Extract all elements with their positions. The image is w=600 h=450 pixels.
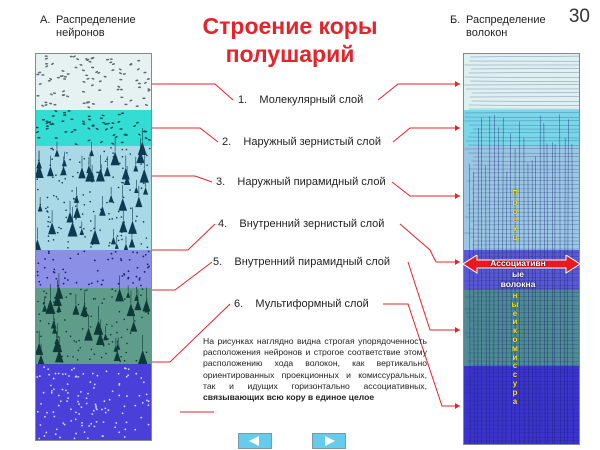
- layer-label-6: 6. Мультиформный слой: [234, 298, 369, 310]
- connector-layer-1-right: [377, 83, 460, 101]
- neuron-distribution-illustration: [36, 54, 151, 440]
- layer-6-name: Мультиформный слой: [255, 298, 369, 310]
- layer-label-1: 1. Молекулярный слой: [238, 94, 363, 106]
- section-b-letter: Б.: [450, 14, 461, 26]
- next-slide-button[interactable]: [312, 433, 346, 449]
- vertical-letter: р: [512, 387, 518, 397]
- vertical-letter: к: [512, 326, 517, 336]
- neuron-layer-band: [36, 364, 151, 440]
- association-fibers-label: Ассоциативн ые волокна: [476, 258, 560, 290]
- connector-layer-5-left: [152, 261, 213, 291]
- connector-layer-6-right: [383, 303, 460, 407]
- connector-layer-6-left: [152, 303, 231, 363]
- neuron-layer-band: [36, 54, 151, 110]
- fiber-distribution-illustration: [464, 54, 579, 444]
- vertical-letter: е: [512, 308, 518, 318]
- assoc-line-3: волокна: [500, 279, 536, 289]
- vertical-letter: к: [512, 224, 517, 234]
- vertical-letter: р: [512, 197, 518, 207]
- layer-1-number: 1.: [238, 94, 248, 106]
- title-line1: Строение коры: [202, 13, 378, 39]
- fiber-layer-band: [464, 290, 579, 366]
- fiber-distribution-column: [463, 53, 580, 445]
- connector-layer-2-right: [392, 127, 460, 143]
- layer-4-name: Внутренний зернистый слой: [239, 218, 385, 230]
- neuron-layer-band: [36, 272, 151, 366]
- section-b-line1: Распределение: [466, 14, 546, 26]
- layer-label-4: 4. Внутренний зернистый слой: [218, 218, 384, 230]
- description-paragraph: На рисунках наглядно видна строгая упоря…: [203, 336, 427, 403]
- title-line2: полушарий: [225, 41, 355, 67]
- page-title: Строение коры полушарий: [170, 12, 410, 68]
- vertical-letter: с: [512, 370, 518, 380]
- vertical-letter: ц: [512, 232, 518, 242]
- section-a-line2: нейронов: [56, 27, 105, 39]
- fiber-layer-band: [464, 54, 579, 110]
- neuron-layer-band: [36, 127, 151, 251]
- connector-layer-3-left: [152, 175, 213, 183]
- description-bold-text: связывающих всю кору в единое целое: [203, 392, 375, 403]
- layer-label-3: 3. Наружный пирамидный слой: [216, 176, 386, 188]
- section-b-line2: волокон: [466, 27, 508, 39]
- description-text: На рисунках наглядно видна строгая упоря…: [203, 336, 427, 391]
- fiber-layer-band: [464, 366, 579, 444]
- layer-2-number: 2.: [222, 136, 232, 148]
- page-number: 30: [568, 6, 590, 27]
- vertical-letter: о: [512, 206, 518, 216]
- layer-1-name: Молекулярный слой: [259, 94, 364, 106]
- arrow-left-icon: [249, 436, 259, 446]
- layer-3-number: 3.: [216, 176, 226, 188]
- connector-layer-5-right: [407, 261, 460, 331]
- connector-layer-4-right: [399, 223, 460, 263]
- association-fibers-arrow: [463, 255, 580, 274]
- vertical-letter: е: [512, 215, 518, 225]
- layer-2-name: Наружный зернистый слой: [243, 136, 381, 148]
- assoc-line-2: ые: [512, 268, 524, 279]
- vertical-letter: м: [512, 343, 518, 353]
- vertical-letter: и: [512, 352, 518, 362]
- arrow-right-icon: [325, 436, 335, 446]
- vertical-letter: ы: [511, 299, 519, 309]
- connector-layer-3-right: [391, 181, 460, 197]
- vertical-letter: у: [512, 378, 518, 388]
- vertical-fibers: [469, 114, 574, 444]
- vertical-letter: с: [512, 361, 518, 371]
- assoc-line-1: Ассоциативн: [490, 258, 546, 268]
- layer-label-2: 2. Наружный зернистый слой: [222, 136, 381, 148]
- vertical-letter: П: [512, 189, 518, 198]
- connector-layer-1-left: [152, 83, 234, 101]
- section-a-line1: Распределение: [56, 14, 136, 26]
- layer-3-name: Наружный пирамидный слой: [237, 176, 386, 188]
- neuron-layer-band: [36, 110, 151, 146]
- vertical-letter: о: [512, 334, 518, 344]
- vertical-letter: и: [512, 317, 518, 327]
- layer-6-number: 6.: [234, 298, 244, 310]
- vertical-letter: н: [512, 291, 518, 300]
- neuron-layer-band: [36, 250, 151, 288]
- vertical-letter: а: [512, 396, 518, 406]
- section-a-letter: А.: [40, 14, 51, 26]
- layer-5-number: 5.: [213, 256, 223, 268]
- connector-layer-2-left: [152, 127, 219, 143]
- neuron-distribution-column: [35, 53, 152, 441]
- connector-layer-4-left: [152, 223, 216, 251]
- layer-label-5: 5. Внутренний пирамидный слой: [213, 256, 390, 268]
- layer-5-name: Внутренний пирамидный слой: [234, 256, 391, 268]
- layer-4-number: 4.: [218, 218, 228, 230]
- previous-slide-button[interactable]: [238, 433, 272, 449]
